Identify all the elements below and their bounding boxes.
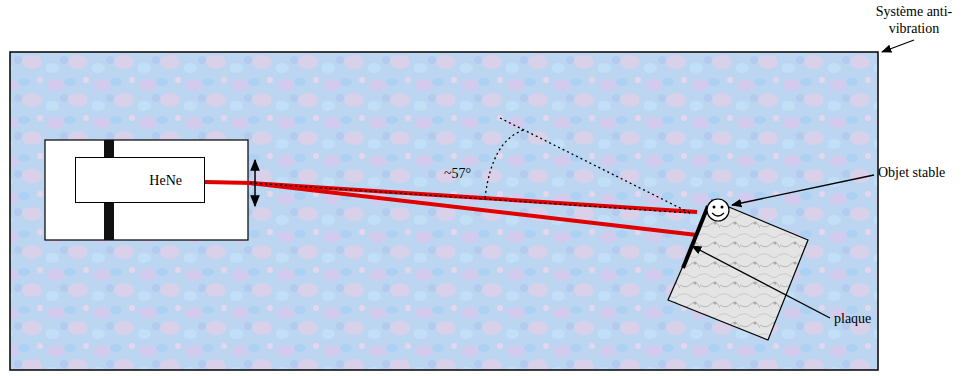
leader-line bbox=[692, 246, 830, 318]
table-label: Système anti-vibration bbox=[852, 3, 976, 37]
object-label: Objet stable bbox=[878, 164, 974, 181]
stable-object bbox=[707, 199, 729, 221]
leader-line bbox=[732, 175, 874, 205]
plate-label: plaque bbox=[834, 310, 914, 327]
optical-axis bbox=[250, 183, 690, 213]
angle-label: ~57° bbox=[444, 165, 484, 182]
holographic-plate bbox=[683, 206, 708, 268]
leader-line bbox=[882, 40, 914, 52]
laser-beam bbox=[205, 182, 252, 183]
laser-beam bbox=[250, 183, 697, 235]
laser-tube: HeNe bbox=[75, 157, 205, 203]
laser-housing bbox=[45, 140, 248, 240]
node-text: HeNe bbox=[149, 172, 182, 189]
plate-normal bbox=[500, 118, 690, 213]
anti-vibration-table bbox=[10, 52, 878, 370]
angle-arc bbox=[485, 130, 524, 198]
